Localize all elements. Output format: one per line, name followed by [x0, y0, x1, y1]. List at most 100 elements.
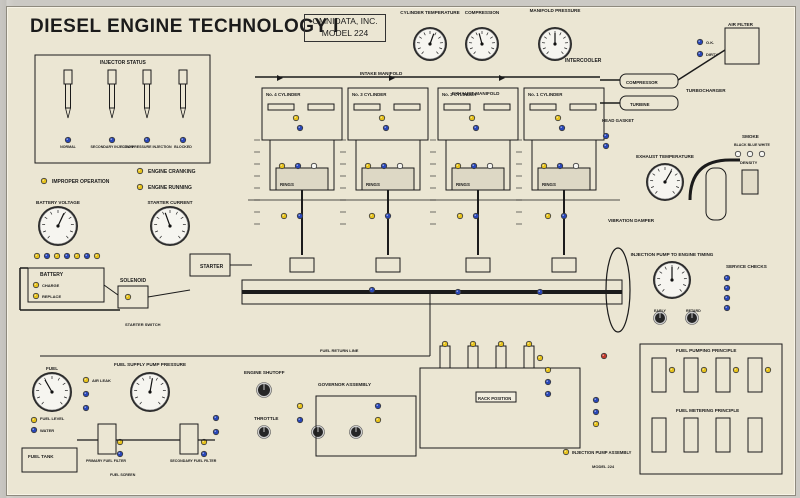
battery-charge-led[interactable] — [32, 281, 40, 289]
throttle-knob[interactable] — [257, 425, 271, 439]
filter-led[interactable] — [116, 450, 124, 458]
smoke-blue-led[interactable] — [746, 150, 754, 158]
rings-led[interactable] — [556, 162, 564, 170]
improper-operation-led[interactable] — [40, 177, 48, 185]
valve-led[interactable] — [296, 124, 304, 132]
rings-led[interactable] — [364, 162, 372, 170]
air-filter-ok-led[interactable] — [696, 38, 704, 46]
injector-status-led[interactable] — [179, 136, 187, 144]
pump-element-led[interactable] — [497, 340, 505, 348]
status-led[interactable] — [296, 212, 304, 220]
pump-element-led[interactable] — [525, 340, 533, 348]
rings-led[interactable] — [540, 162, 548, 170]
air-filter-dirty-led[interactable] — [696, 50, 704, 58]
filter-led[interactable] — [200, 450, 208, 458]
rings-led[interactable] — [572, 162, 580, 170]
pump-element-led[interactable] — [469, 340, 477, 348]
battery-cell-led[interactable] — [63, 252, 71, 260]
fuel-led[interactable] — [82, 376, 90, 384]
valve-led[interactable] — [378, 114, 386, 122]
fuel-level-led[interactable] — [30, 416, 38, 424]
valve-led[interactable] — [554, 114, 562, 122]
pumping-step-led[interactable] — [764, 366, 772, 374]
status-led[interactable] — [212, 428, 220, 436]
status-led[interactable] — [592, 408, 600, 416]
status-led[interactable] — [374, 402, 382, 410]
status-led[interactable] — [544, 390, 552, 398]
engine-cranking-led[interactable] — [136, 167, 144, 175]
battery-cell-led[interactable] — [33, 252, 41, 260]
rings-led[interactable] — [310, 162, 318, 170]
gauge-tick — [136, 382, 140, 386]
head-gasket-ok-led[interactable] — [602, 132, 610, 140]
status-led[interactable] — [280, 212, 288, 220]
battery-cell-led[interactable] — [43, 252, 51, 260]
rings-led[interactable] — [470, 162, 478, 170]
battery-cell-led[interactable] — [73, 252, 81, 260]
pumping-step-led[interactable] — [668, 366, 676, 374]
status-led[interactable] — [544, 378, 552, 386]
valve-led[interactable] — [468, 114, 476, 122]
fuel-led[interactable] — [82, 404, 90, 412]
service-check-led[interactable] — [723, 274, 731, 282]
timing-early-knob[interactable] — [653, 311, 667, 325]
valve-led[interactable] — [292, 114, 300, 122]
turbine-label: TURBINE — [630, 102, 650, 107]
engine-running-led[interactable] — [136, 183, 144, 191]
valve-led[interactable] — [558, 124, 566, 132]
service-check-led[interactable] — [723, 294, 731, 302]
rings-led[interactable] — [486, 162, 494, 170]
battery-replace-led[interactable] — [32, 292, 40, 300]
status-led[interactable] — [296, 416, 304, 424]
status-led[interactable] — [592, 420, 600, 428]
rings-led[interactable] — [380, 162, 388, 170]
status-led[interactable] — [536, 288, 544, 296]
head-gasket-damaged-led[interactable] — [602, 142, 610, 150]
status-led[interactable] — [544, 366, 552, 374]
fuel-led[interactable] — [82, 390, 90, 398]
status-led[interactable] — [212, 414, 220, 422]
status-led[interactable] — [544, 212, 552, 220]
battery-cell-led[interactable] — [93, 252, 101, 260]
status-led[interactable] — [456, 212, 464, 220]
status-led[interactable] — [368, 286, 376, 294]
timing-retard-knob[interactable] — [685, 311, 699, 325]
smoke-white-led[interactable] — [758, 150, 766, 158]
status-led[interactable] — [368, 212, 376, 220]
rings-led[interactable] — [278, 162, 286, 170]
status-led[interactable] — [374, 416, 382, 424]
rings-led[interactable] — [294, 162, 302, 170]
max-speed-knob[interactable] — [349, 425, 363, 439]
gauge-tick — [655, 190, 658, 194]
status-led[interactable] — [536, 354, 544, 362]
rings-led[interactable] — [454, 162, 462, 170]
fuel-water-led[interactable] — [30, 426, 38, 434]
smoke-black-led[interactable] — [734, 150, 742, 158]
status-led[interactable] — [560, 212, 568, 220]
pumping-step-led[interactable] — [700, 366, 708, 374]
battery-voltage-gauge — [38, 206, 78, 246]
injector-status-led[interactable] — [64, 136, 72, 144]
service-check-led[interactable] — [723, 284, 731, 292]
valve-led[interactable] — [382, 124, 390, 132]
status-led[interactable] — [592, 396, 600, 404]
status-led[interactable] — [296, 402, 304, 410]
valve-led[interactable] — [472, 124, 480, 132]
pump-element-led[interactable] — [441, 340, 449, 348]
status-led[interactable] — [600, 352, 608, 360]
service-check-led[interactable] — [723, 304, 731, 312]
idle-knob[interactable] — [311, 425, 325, 439]
injector-status-led[interactable] — [108, 136, 116, 144]
rings-led[interactable] — [396, 162, 404, 170]
engine-shutoff-knob[interactable] — [256, 382, 272, 398]
status-led[interactable] — [472, 212, 480, 220]
solenoid-led[interactable] — [124, 293, 132, 301]
status-led[interactable] — [454, 288, 462, 296]
led-glint — [574, 164, 576, 166]
injector-status-led[interactable] — [143, 136, 151, 144]
status-led[interactable] — [384, 212, 392, 220]
injection-pump-assembly-led[interactable] — [562, 448, 570, 456]
pumping-step-led[interactable] — [732, 366, 740, 374]
battery-cell-led[interactable] — [83, 252, 91, 260]
battery-cell-led[interactable] — [53, 252, 61, 260]
